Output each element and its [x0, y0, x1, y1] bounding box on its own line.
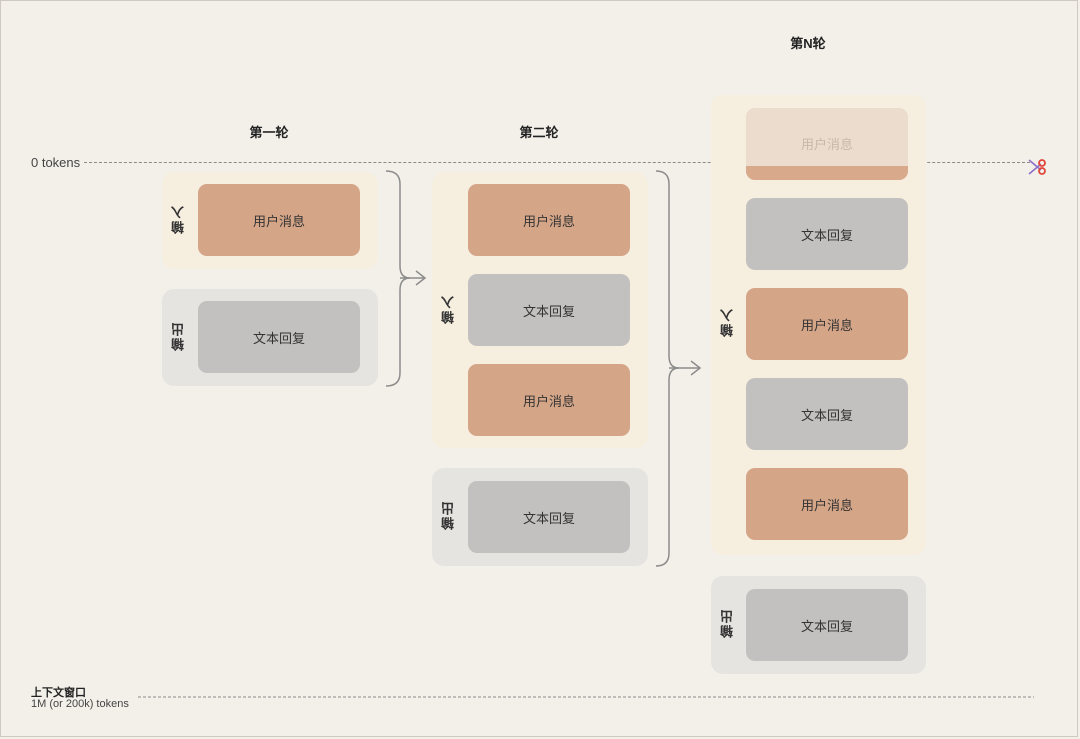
round-n-user-message-2-text: 用户消息: [800, 317, 853, 333]
round-2-output-group: 输出 文本回复: [432, 468, 648, 566]
round-n-input-group: 输入 用户消息 文本回复 用户消息 文本回复 用户消息: [711, 95, 926, 555]
round-n-truncated-user-message: 用户消息: [746, 108, 908, 180]
round-1-user-message: 用户消息: [198, 184, 360, 256]
round-n-user-message-2: 用户消息: [746, 288, 908, 360]
round-1-user-message-text: 用户消息: [252, 213, 305, 229]
round-n-user-message-3: 用户消息: [746, 468, 908, 540]
round-n-truncated-user-message-text: 用户消息: [800, 136, 853, 152]
round-n-text-reply-3: 文本回复: [746, 589, 908, 661]
round-n-text-reply-1: 文本回复: [746, 198, 908, 270]
round-2-text-reply-1-text: 文本回复: [522, 303, 575, 319]
round-n-text-reply-2-text: 文本回复: [800, 407, 853, 423]
round-n-text-reply-3-text: 文本回复: [800, 618, 853, 634]
scissors-icon: [1028, 159, 1046, 175]
round-2-text-reply-2: 文本回复: [468, 481, 630, 553]
round-2-user-message-1-text: 用户消息: [522, 213, 575, 229]
round-1-output-group: 输出 文本回复: [162, 289, 378, 386]
round-2-arrow-head: [690, 360, 702, 376]
round-1-text-reply: 文本回复: [198, 301, 360, 373]
truncated-part: [746, 166, 908, 180]
round-2-title: 第二轮: [519, 125, 559, 140]
round-n-user-message-3-text: 用户消息: [800, 497, 853, 513]
round-1-title: 第一轮: [249, 125, 289, 140]
round-n-output-group: 输出 文本回复: [711, 576, 926, 674]
round-2-input-group: 输入 用户消息 文本回复 用户消息: [432, 172, 648, 448]
round-2-user-message-1: 用户消息: [468, 184, 630, 256]
token-start-label: 0 tokens: [31, 155, 81, 170]
round-1-text-reply-text: 文本回复: [252, 330, 305, 346]
round-2-user-message-2: 用户消息: [468, 364, 630, 436]
context-window-title: 上下文窗口: [31, 687, 86, 699]
context-window-subtitle: 1M (or 200k) tokens: [31, 698, 129, 710]
round-2-text-reply-2-text: 文本回复: [522, 510, 575, 526]
round-1-input-group: 输入 用户消息: [162, 172, 378, 269]
round-2-text-reply-1: 文本回复: [468, 274, 630, 346]
round-2-user-message-2-text: 用户消息: [522, 393, 575, 409]
round-n-text-reply-1-text: 文本回复: [800, 227, 853, 243]
round-1-arrow-head: [415, 270, 427, 286]
round-n-title: 第N轮: [790, 36, 826, 51]
token-start-line: [84, 162, 1030, 163]
round-n-text-reply-2: 文本回复: [746, 378, 908, 450]
